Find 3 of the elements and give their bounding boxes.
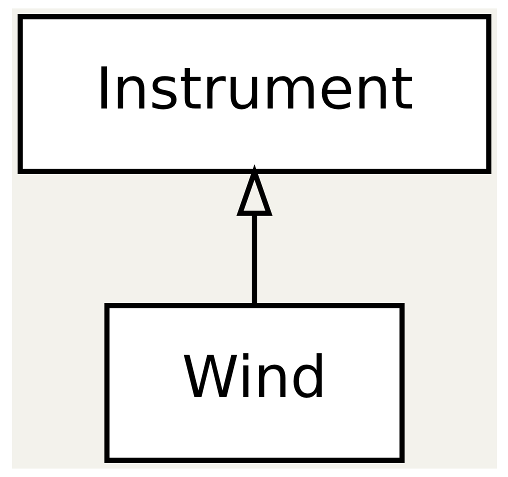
arrow	[236, 164, 272, 306]
node-box: Wind	[104, 303, 404, 463]
node-box: Instrument	[17, 14, 491, 174]
